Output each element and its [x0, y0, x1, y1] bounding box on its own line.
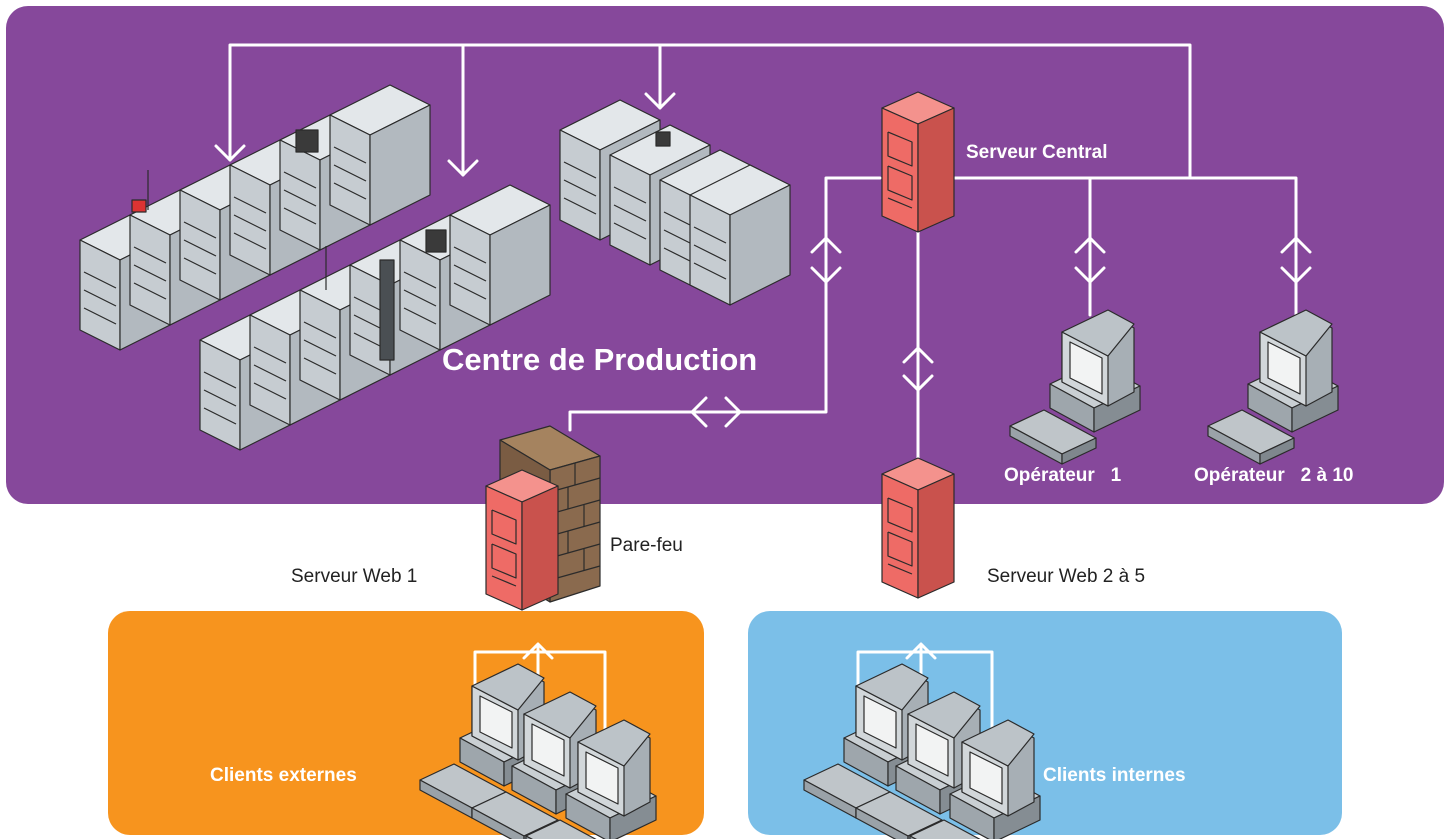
web-server-1-icon	[485, 469, 559, 611]
printer-compact-icon	[559, 99, 791, 306]
production-connectors	[214, 43, 1312, 472]
operator-2-10-label: Opérateur 2 à 10	[1194, 465, 1353, 486]
operator-1-label: Opérateur 1	[1004, 465, 1122, 486]
printer-large-center-icon	[199, 184, 551, 451]
production-center-title: Centre de Production	[442, 342, 757, 377]
external-clients-label: Clients externes	[210, 765, 357, 786]
web-server-1-label: Serveur Web 1	[291, 566, 417, 587]
web-server-2-5-icon	[881, 457, 955, 599]
printer-large-left-icon	[79, 84, 431, 351]
central-server-icon	[881, 91, 955, 233]
internal-clients-label: Clients internes	[1043, 765, 1186, 786]
web-server-2-5-label: Serveur Web 2 à 5	[987, 566, 1145, 587]
central-server-label: Serveur Central	[966, 142, 1108, 163]
firewall-label: Pare-feu	[610, 535, 683, 556]
